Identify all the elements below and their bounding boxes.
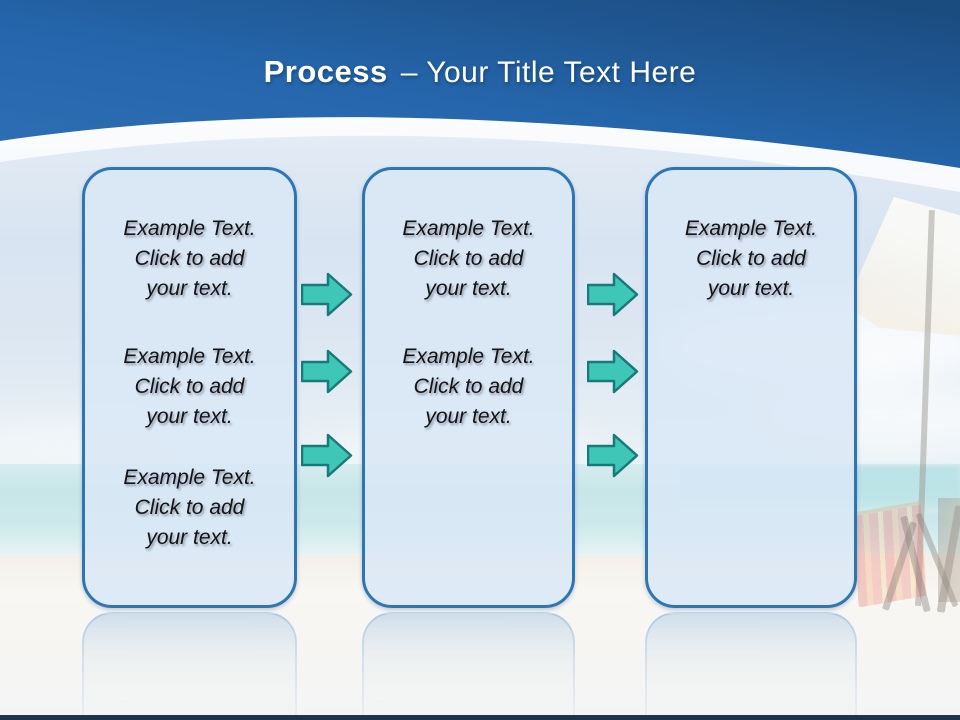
text-placeholder[interactable]: Example Text. Click to add your text. <box>402 217 535 300</box>
arrow-right-icon <box>300 272 353 317</box>
slide-title: Process – Your Title Text Here <box>0 54 960 90</box>
text-placeholder[interactable]: Example Text. Click to add your text. <box>402 345 535 428</box>
arrow-right-icon <box>300 349 353 394</box>
text-placeholder[interactable]: Example Text. Click to add your text. <box>123 466 256 549</box>
slide-title-keyword: Process <box>263 54 388 89</box>
arrow-right-icon <box>586 349 639 394</box>
header-wave-band <box>0 0 960 192</box>
slide-bottom-strip <box>0 715 960 720</box>
process-box-step-3[interactable]: Example Text. Click to add your text. <box>645 167 857 608</box>
box-reflection <box>82 612 297 715</box>
box-reflection <box>362 612 575 715</box>
arrow-right-icon <box>586 433 639 478</box>
box-reflection <box>645 612 857 715</box>
arrow-right-icon <box>586 272 639 317</box>
slide-title-rest: – Your Title Text Here <box>400 56 697 89</box>
text-placeholder[interactable]: Example Text. Click to add your text. <box>123 345 256 428</box>
arrow-right-icon <box>300 433 353 478</box>
text-placeholder[interactable]: Example Text. Click to add your text. <box>684 217 818 300</box>
process-box-step-1[interactable]: Example Text. Click to add your text. Ex… <box>82 167 297 608</box>
text-placeholder[interactable]: Example Text. Click to add your text. <box>123 217 256 300</box>
beach-chair <box>938 498 960 602</box>
process-box-step-2[interactable]: Example Text. Click to add your text. Ex… <box>362 167 575 608</box>
